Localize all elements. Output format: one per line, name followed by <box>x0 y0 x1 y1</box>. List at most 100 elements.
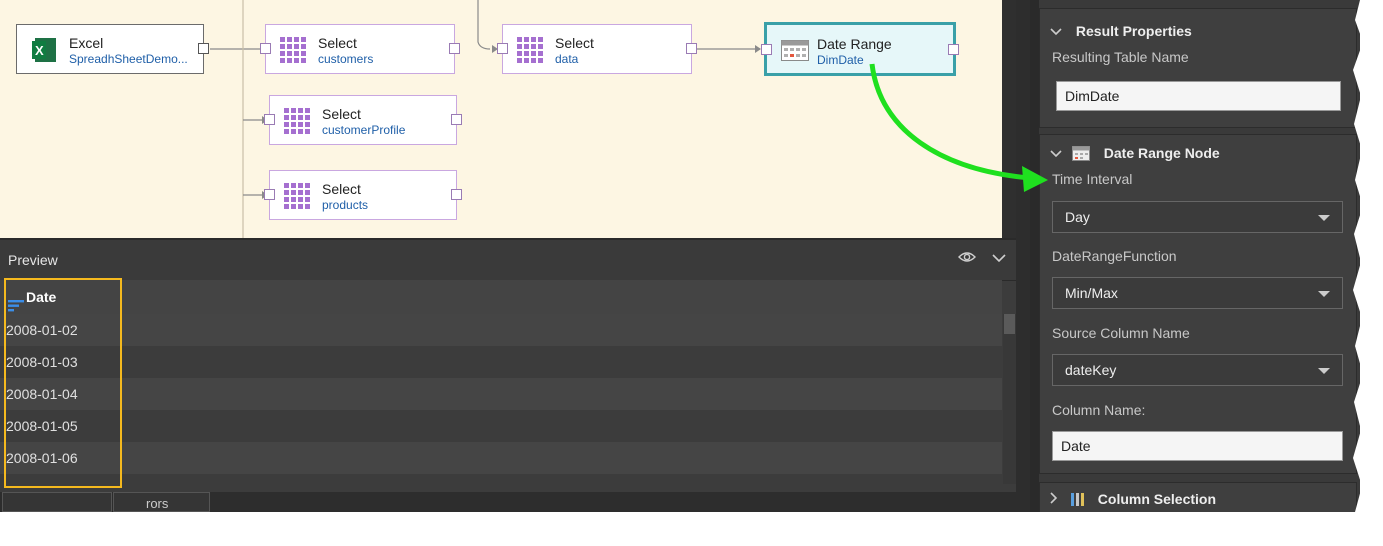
excel-node[interactable]: X Excel SpreadhSheetDemo... <box>16 24 209 74</box>
torn-edge <box>1353 0 1383 512</box>
table-grid-icon <box>284 108 312 134</box>
section-title: Date Range Node <box>1103 145 1220 162</box>
table-row <box>0 474 1002 492</box>
table-grid-icon <box>517 37 545 63</box>
select-value: dateKey <box>1065 362 1117 378</box>
date-range-node[interactable]: Date Range DimDate <box>761 22 959 76</box>
preview-title: Preview <box>8 252 58 268</box>
select-customerprofile-node[interactable]: Select customerProfile <box>264 95 462 145</box>
select-products-node[interactable]: Select products <box>264 170 462 220</box>
output-port[interactable] <box>451 189 462 200</box>
chevron-down-icon[interactable] <box>1050 25 1064 39</box>
node-title: Select <box>555 35 594 51</box>
column-name-label: Column Name: <box>1052 402 1146 418</box>
table-row: 2008-01-05 <box>0 410 1002 442</box>
time-interval-select[interactable]: Day <box>1052 201 1343 233</box>
node-subtitle: products <box>322 198 369 212</box>
splitter[interactable] <box>0 238 1016 241</box>
calendar-icon <box>1071 145 1090 164</box>
column-selection-header[interactable]: Column Selection <box>1050 491 1216 510</box>
table-grid-icon <box>280 37 308 63</box>
preview-pane: Preview Date 2008-01-02 2008-01-03 2008-… <box>0 240 1016 492</box>
output-port[interactable] <box>449 43 460 54</box>
node-subtitle: SpreadhSheetDemo... <box>69 52 188 66</box>
result-properties-section: Result Properties Resulting Table Name D… <box>1039 8 1357 128</box>
excel-icon: X <box>31 37 57 63</box>
table-row: 2008-01-02 <box>0 314 1002 346</box>
node-title: Select <box>318 35 357 51</box>
calendar-icon <box>781 38 809 62</box>
column-header[interactable]: Date <box>0 280 1002 314</box>
chevron-down-icon[interactable] <box>992 250 1006 266</box>
cell-value: 2008-01-03 <box>6 354 78 370</box>
column-selection-icon <box>1070 491 1086 510</box>
table-grid-icon <box>284 183 312 209</box>
table-name-label: Resulting Table Name <box>1052 49 1189 65</box>
tab-preview[interactable] <box>2 492 112 512</box>
properties-panel: Result Properties Resulting Table Name D… <box>1030 0 1360 512</box>
preview-scrollbar[interactable] <box>1003 314 1016 484</box>
canvas-scrollbar[interactable] <box>1002 0 1016 238</box>
date-column-highlight <box>4 278 122 488</box>
node-subtitle: DimDate <box>817 53 864 67</box>
result-properties-header[interactable]: Result Properties <box>1050 23 1192 39</box>
input-port[interactable] <box>761 44 772 55</box>
preview-header: Preview <box>0 240 1016 281</box>
dropdown-caret-icon <box>1318 291 1330 297</box>
select-data-node[interactable]: Select data <box>497 24 697 74</box>
eye-icon[interactable] <box>958 250 977 266</box>
svg-text:X: X <box>35 43 44 58</box>
sort-icon <box>8 290 24 324</box>
tab-label: rors <box>146 496 169 511</box>
date-range-function-label: DateRangeFunction <box>1052 248 1177 264</box>
scroll-thumb[interactable] <box>1004 314 1015 334</box>
source-column-select[interactable]: dateKey <box>1052 354 1343 386</box>
node-title: Select <box>322 181 361 197</box>
date-range-node-section: Date Range Node Time Interval Day DateRa… <box>1039 134 1357 474</box>
app-window: X Excel SpreadhSheetDemo... Select custo… <box>0 0 1360 512</box>
node-subtitle: customers <box>318 52 374 66</box>
connector-lines <box>210 0 761 238</box>
input-port[interactable] <box>260 43 271 54</box>
table-row: 2008-01-03 <box>0 346 1002 378</box>
bottom-tabs: rors <box>0 492 1016 512</box>
node-subtitle: customerProfile <box>322 123 406 137</box>
column-header-label: Date <box>26 289 57 305</box>
output-port[interactable] <box>686 43 697 54</box>
chevron-right-icon[interactable] <box>1050 492 1064 507</box>
select-customers-node[interactable]: Select customers <box>260 24 460 74</box>
source-column-label: Source Column Name <box>1052 325 1190 341</box>
node-subtitle: data <box>555 52 579 66</box>
input-port[interactable] <box>264 189 275 200</box>
table-row: 2008-01-06 <box>0 442 1002 474</box>
cell-value: 2008-01-05 <box>6 418 78 434</box>
select-value: Day <box>1065 209 1090 225</box>
node-title: Date Range <box>817 36 892 52</box>
table-row: 2008-01-04 <box>0 378 1002 410</box>
output-port[interactable] <box>451 114 462 125</box>
panel-divider <box>1030 0 1039 512</box>
tab-errors[interactable]: rors <box>113 492 210 512</box>
flow-canvas[interactable]: X Excel SpreadhSheetDemo... Select custo… <box>0 0 1002 238</box>
input-port[interactable] <box>497 43 508 54</box>
select-value: Min/Max <box>1065 285 1118 301</box>
cell-value: 2008-01-06 <box>6 450 78 466</box>
chevron-down-icon[interactable] <box>1050 147 1064 161</box>
column-selection-section: Column Selection <box>1039 482 1357 512</box>
date-range-function-select[interactable]: Min/Max <box>1052 277 1343 309</box>
output-port[interactable] <box>198 43 209 54</box>
node-title: Select <box>322 106 361 122</box>
cell-value: 2008-01-04 <box>6 386 78 402</box>
output-port[interactable] <box>948 44 959 55</box>
table-name-input[interactable]: DimDate <box>1056 81 1341 111</box>
time-interval-label: Time Interval <box>1052 171 1133 187</box>
date-range-node-header[interactable]: Date Range Node <box>1050 145 1220 164</box>
node-title: Excel <box>69 35 104 51</box>
cell-value: 2008-01-02 <box>6 322 78 338</box>
dropdown-caret-icon <box>1318 368 1330 374</box>
column-name-input[interactable]: Date <box>1052 431 1343 461</box>
section-title: Result Properties <box>1075 23 1192 39</box>
input-port[interactable] <box>264 114 275 125</box>
dropdown-caret-icon <box>1318 215 1330 221</box>
section-title: Column Selection <box>1097 491 1217 508</box>
